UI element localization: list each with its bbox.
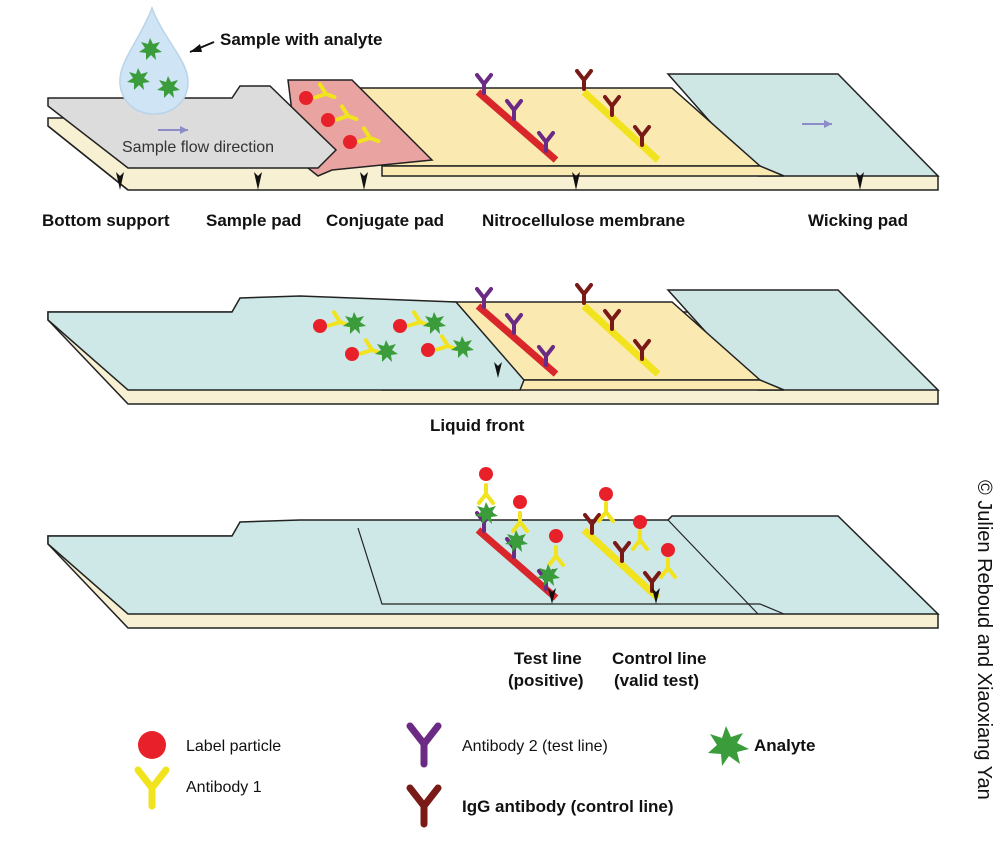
label-conjugate-pad: Conjugate pad	[326, 211, 444, 230]
label-liquid-front: Liquid front	[430, 416, 525, 435]
label-bottom-support: Bottom support	[42, 211, 170, 230]
legend-antibody-2: Antibody 2 (test line)	[462, 738, 608, 755]
strip-panel-flowing: Liquid front	[47, 283, 940, 435]
analyte-in-droplet	[127, 38, 180, 98]
strip-panel-result: Test line (positive) Control line (valid…	[47, 467, 940, 690]
conjugate-analyte-complexes	[313, 310, 474, 362]
test-line	[475, 89, 559, 163]
label-particle-icon	[138, 731, 166, 759]
label-nitrocellulose-membrane: Nitrocellulose membrane	[482, 211, 685, 230]
control-line	[581, 303, 661, 377]
label-conjugates	[299, 82, 383, 150]
label-sample-with-analyte: Sample with analyte	[220, 30, 383, 49]
label-wicking-pad: Wicking pad	[808, 211, 908, 230]
test-line	[475, 527, 559, 601]
label-sample-pad: Sample pad	[206, 211, 301, 230]
analyte-icon	[708, 726, 749, 766]
label-control-line-valid: (valid test)	[614, 671, 699, 690]
antibody-1-icon	[134, 766, 170, 810]
wetted-area	[47, 295, 525, 391]
test-line-sandwiches	[475, 467, 565, 586]
legend-label-particle: Label particle	[186, 738, 281, 755]
sample-pad	[47, 85, 338, 169]
label-control-line: Control line	[612, 649, 706, 668]
test-line	[475, 303, 559, 377]
legend-analyte: Analyte	[754, 736, 815, 755]
control-line	[581, 527, 661, 601]
label-test-line-positive: (positive)	[508, 671, 584, 690]
label-test-line: Test line	[514, 649, 582, 668]
strip-panel-dry: Sample with analyte Sample flow directio…	[42, 5, 940, 230]
antibody-2-icon	[406, 722, 442, 768]
label-sample-flow-direction: Sample flow direction	[122, 139, 274, 156]
wetted-strip	[47, 515, 940, 615]
legend-igg-antibody: IgG antibody (control line)	[462, 797, 674, 816]
credit-text: © Julien Reboud and Xiaoxiang Yan	[973, 480, 995, 800]
pointer-arrows	[116, 172, 864, 190]
control-line	[581, 89, 661, 163]
legend: Label particle Antibody 1 Antibody 2 (te…	[134, 722, 815, 828]
sample-droplet	[119, 5, 189, 115]
control-line-captures	[597, 487, 677, 579]
igg-antibody-icon	[406, 784, 442, 828]
legend-antibody-1: Antibody 1	[186, 779, 262, 796]
